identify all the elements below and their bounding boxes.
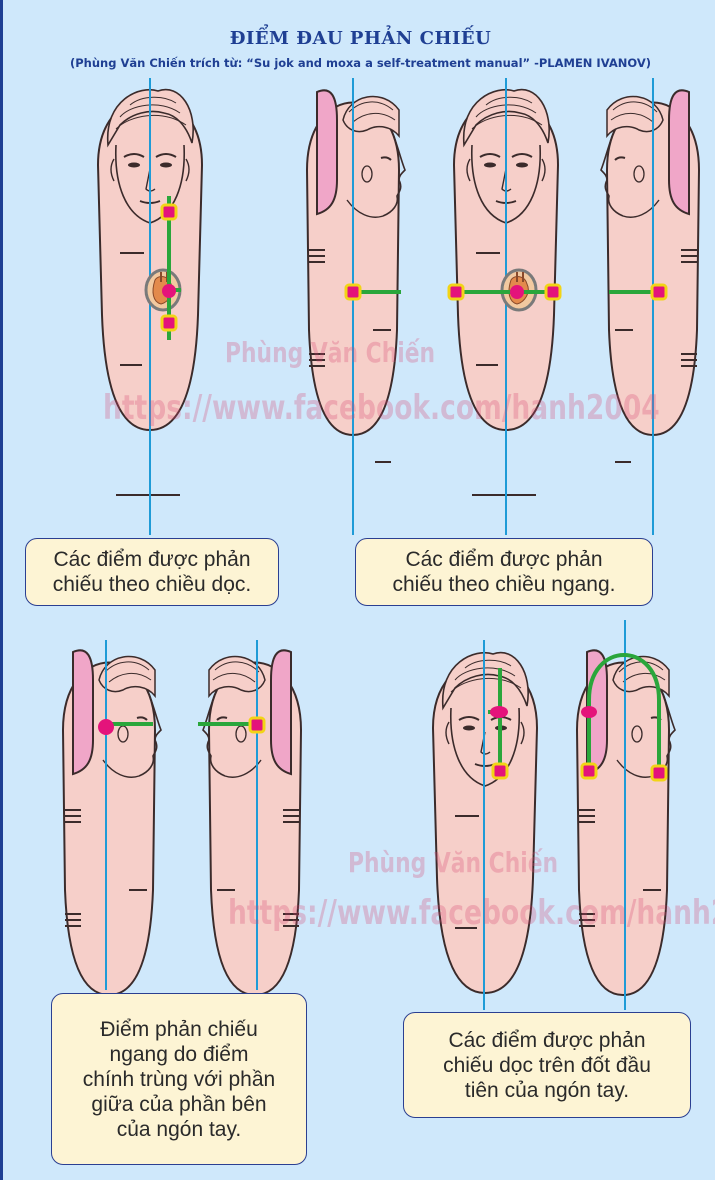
main-point (490, 706, 508, 718)
mirror-point (250, 718, 264, 732)
finger-side-view-icon (63, 650, 161, 1022)
mirror-point (162, 316, 176, 330)
axis-lines-bottom (106, 620, 625, 1010)
caption-first-phalanx-reflection: Các điểm được phản chiếu dọc trên đốt đầ… (403, 1012, 691, 1118)
mirror-point (582, 764, 596, 778)
mirror-point (449, 285, 463, 299)
caption-horizontal-reflection: Các điểm được phản chiếu theo chiều ngan… (355, 538, 653, 606)
finger-side-view-icon (601, 90, 699, 462)
main-point (581, 706, 597, 718)
caption-lateral-reflection: Điểm phản chiếu ngang do điểm chính trùn… (51, 993, 307, 1165)
mirror-point (652, 285, 666, 299)
mirror-point (546, 285, 560, 299)
finger-side-view-icon (307, 90, 405, 462)
mirror-point (493, 764, 507, 778)
caption-vertical-reflection: Các điểm được phản chiếu theo chiều dọc. (25, 538, 279, 606)
mirror-point (346, 285, 360, 299)
main-point (162, 284, 176, 298)
main-point (510, 285, 524, 299)
main-point (98, 719, 114, 735)
finger-side-view-icon (203, 650, 301, 1022)
axis-lines-top (150, 78, 653, 535)
mirror-point (162, 205, 176, 219)
mirror-point (652, 766, 666, 780)
